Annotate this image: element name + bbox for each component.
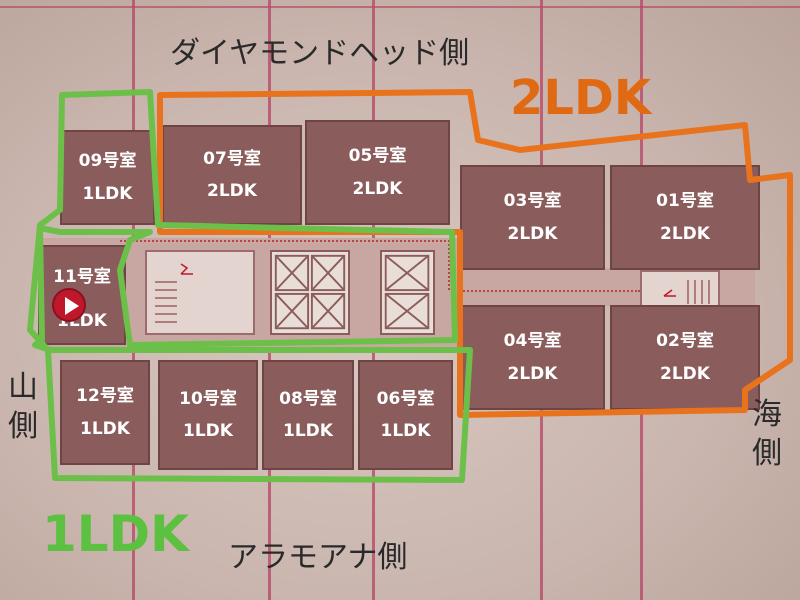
room-03[interactable]: 03号室 2LDK (460, 165, 605, 270)
room-type: 2LDK (660, 363, 710, 384)
room-number: 10号室 (179, 388, 237, 409)
room-type: 1LDK (183, 421, 233, 441)
grid-line (0, 6, 800, 8)
side-label-right: 海側 (752, 397, 782, 471)
stair-core (640, 270, 720, 310)
stair-core (145, 250, 255, 335)
evacuation-route (460, 290, 640, 292)
room-number: 07号室 (203, 148, 261, 169)
room-08[interactable]: 08号室 1LDK (262, 360, 354, 470)
room-number: 09号室 (78, 151, 137, 172)
group-label-1ldk: 1LDK (42, 505, 189, 563)
room-type: 1LDK (380, 421, 431, 441)
room-type: 1LDK (80, 418, 130, 439)
play-icon[interactable] (52, 288, 86, 322)
room-04[interactable]: 04号室 2LDK (460, 305, 605, 410)
room-type: 2LDK (660, 223, 710, 244)
room-12[interactable]: 12号室 1LDK (60, 360, 150, 465)
room-number: 02号室 (656, 331, 714, 352)
side-label-left: 山側 (8, 370, 38, 444)
room-number: 01号室 (656, 191, 714, 212)
room-type: 1LDK (82, 183, 133, 204)
side-label-top: ダイヤモンドヘッド側 (170, 36, 470, 71)
room-type: 2LDK (207, 181, 257, 201)
stairs-icon (155, 263, 193, 323)
room-type: 2LDK (507, 363, 558, 384)
room-number: 08号室 (279, 388, 337, 409)
room-number: 12号室 (76, 386, 134, 407)
room-01[interactable]: 01号室 2LDK (610, 165, 760, 270)
group-label-2ldk: 2LDK (510, 70, 652, 126)
room-05[interactable]: 05号室 2LDK (305, 120, 450, 225)
room-number: 04号室 (503, 331, 562, 352)
room-02[interactable]: 02号室 2LDK (610, 305, 760, 410)
room-type: 1LDK (283, 421, 333, 441)
room-type: 2LDK (352, 178, 403, 199)
room-number: 05号室 (348, 146, 407, 167)
evacuation-route (120, 240, 450, 242)
room-09[interactable]: 09号室 1LDK (60, 130, 155, 225)
room-06[interactable]: 06号室 1LDK (358, 360, 453, 470)
evacuation-route (448, 240, 450, 290)
elevator-icon (380, 250, 435, 335)
room-number: 03号室 (503, 191, 562, 212)
side-label-bottom: アラモアナ側 (228, 540, 408, 575)
room-10[interactable]: 10号室 1LDK (158, 360, 258, 470)
elevator-icon (270, 250, 350, 335)
room-number: 06号室 (376, 388, 435, 409)
room-07[interactable]: 07号室 2LDK (162, 125, 302, 225)
room-type: 2LDK (507, 223, 558, 244)
